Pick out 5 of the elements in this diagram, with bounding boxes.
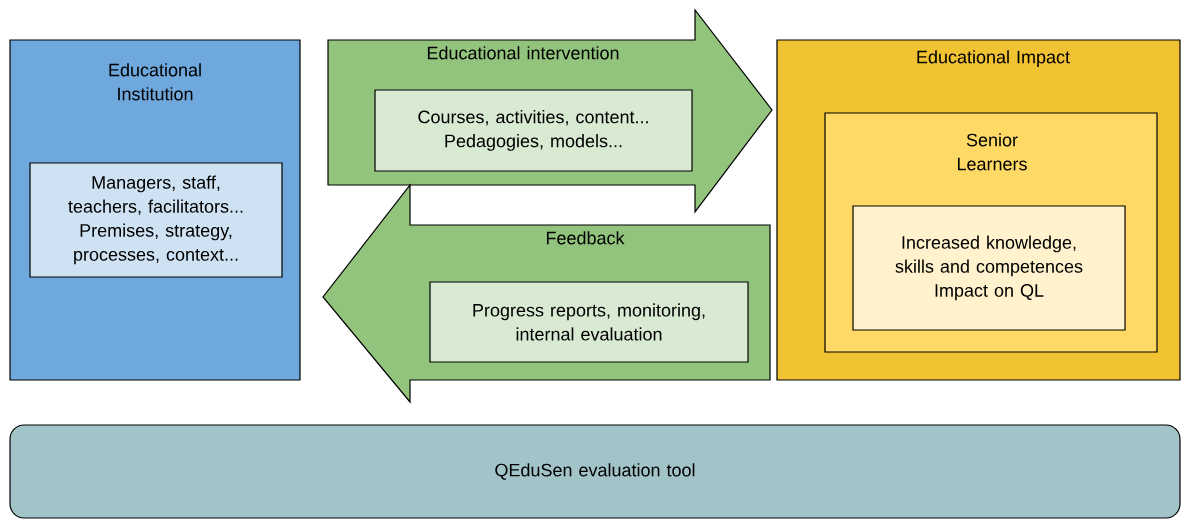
text-box: Managers, staff, teachers, facilitators... Premises, strategy, processes, context...: [29, 162, 283, 278]
text-box: Courses, activities, content... Pedagogies, models...: [374, 89, 693, 172]
tool-band: QEduSen evaluation tool: [9, 424, 1181, 519]
text-box: Increased knowledge, skills and competences Impact on QL: [852, 205, 1126, 331]
text-box: Progress reports, monitoring, internal evaluation: [429, 281, 749, 363]
